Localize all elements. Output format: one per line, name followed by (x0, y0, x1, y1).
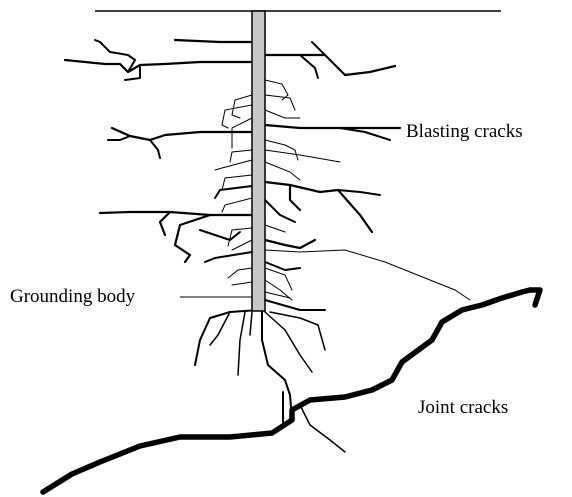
crack-left-4 (100, 212, 252, 215)
crack-right-1 (265, 55, 395, 75)
crack-right-3 (265, 182, 372, 232)
crack-right-2b (340, 128, 390, 140)
fine-crack (228, 228, 252, 246)
crack-left-4c (175, 215, 210, 262)
fine-crack (230, 150, 252, 162)
crack-right-6 (265, 200, 295, 222)
root-crack (270, 312, 325, 350)
crack-right-3c (338, 190, 380, 195)
fine-crack (265, 268, 292, 290)
crack-left-2 (175, 40, 252, 42)
crack-left-5 (205, 252, 252, 262)
fine-crack (222, 198, 252, 212)
crack-left-3 (112, 128, 252, 140)
joint-crack (43, 290, 540, 492)
fine-crack (232, 240, 252, 250)
blasting-cracks-right (265, 42, 400, 310)
crack-right-5 (265, 300, 325, 310)
joint-crack-tip (530, 290, 540, 305)
crack-left-3c (108, 136, 130, 140)
crack-right-2 (265, 125, 400, 128)
crack-right-1c (312, 42, 325, 55)
grounding-body-label: Grounding body (10, 287, 135, 306)
joint-cracks-label: Joint cracks (418, 398, 508, 417)
blasting-cracks-left (65, 40, 252, 262)
fine-crack (215, 160, 252, 170)
blasting-cracks-label: Blasting cracks (406, 122, 523, 141)
crack-right-1b (300, 55, 318, 78)
joint-crack-main (43, 290, 530, 492)
fine-crack (265, 150, 340, 162)
crack-left-1 (65, 60, 252, 72)
root-crack (250, 312, 252, 335)
crack-left-6 (215, 186, 252, 198)
fine-crack (265, 250, 470, 300)
grounding-body-rod (252, 11, 265, 311)
root-crack (265, 312, 312, 372)
root-crack (300, 405, 345, 452)
fine-crack (265, 162, 300, 180)
fine-crack (228, 268, 252, 278)
crack-right-3b (290, 185, 300, 210)
fine-crack (232, 282, 252, 285)
crack-right-7 (265, 262, 300, 270)
root-crack (262, 310, 292, 420)
crack-left-3b (150, 140, 160, 158)
fine-crack (265, 110, 300, 118)
crack-left-4b (160, 212, 170, 235)
fine-crack (265, 225, 285, 232)
crack-right-4 (265, 240, 315, 248)
crack-left-4d (200, 230, 240, 240)
crack-left-1b (95, 40, 135, 72)
fine-crack (265, 140, 298, 160)
root-crack (238, 312, 245, 375)
fine-crack (265, 95, 295, 110)
